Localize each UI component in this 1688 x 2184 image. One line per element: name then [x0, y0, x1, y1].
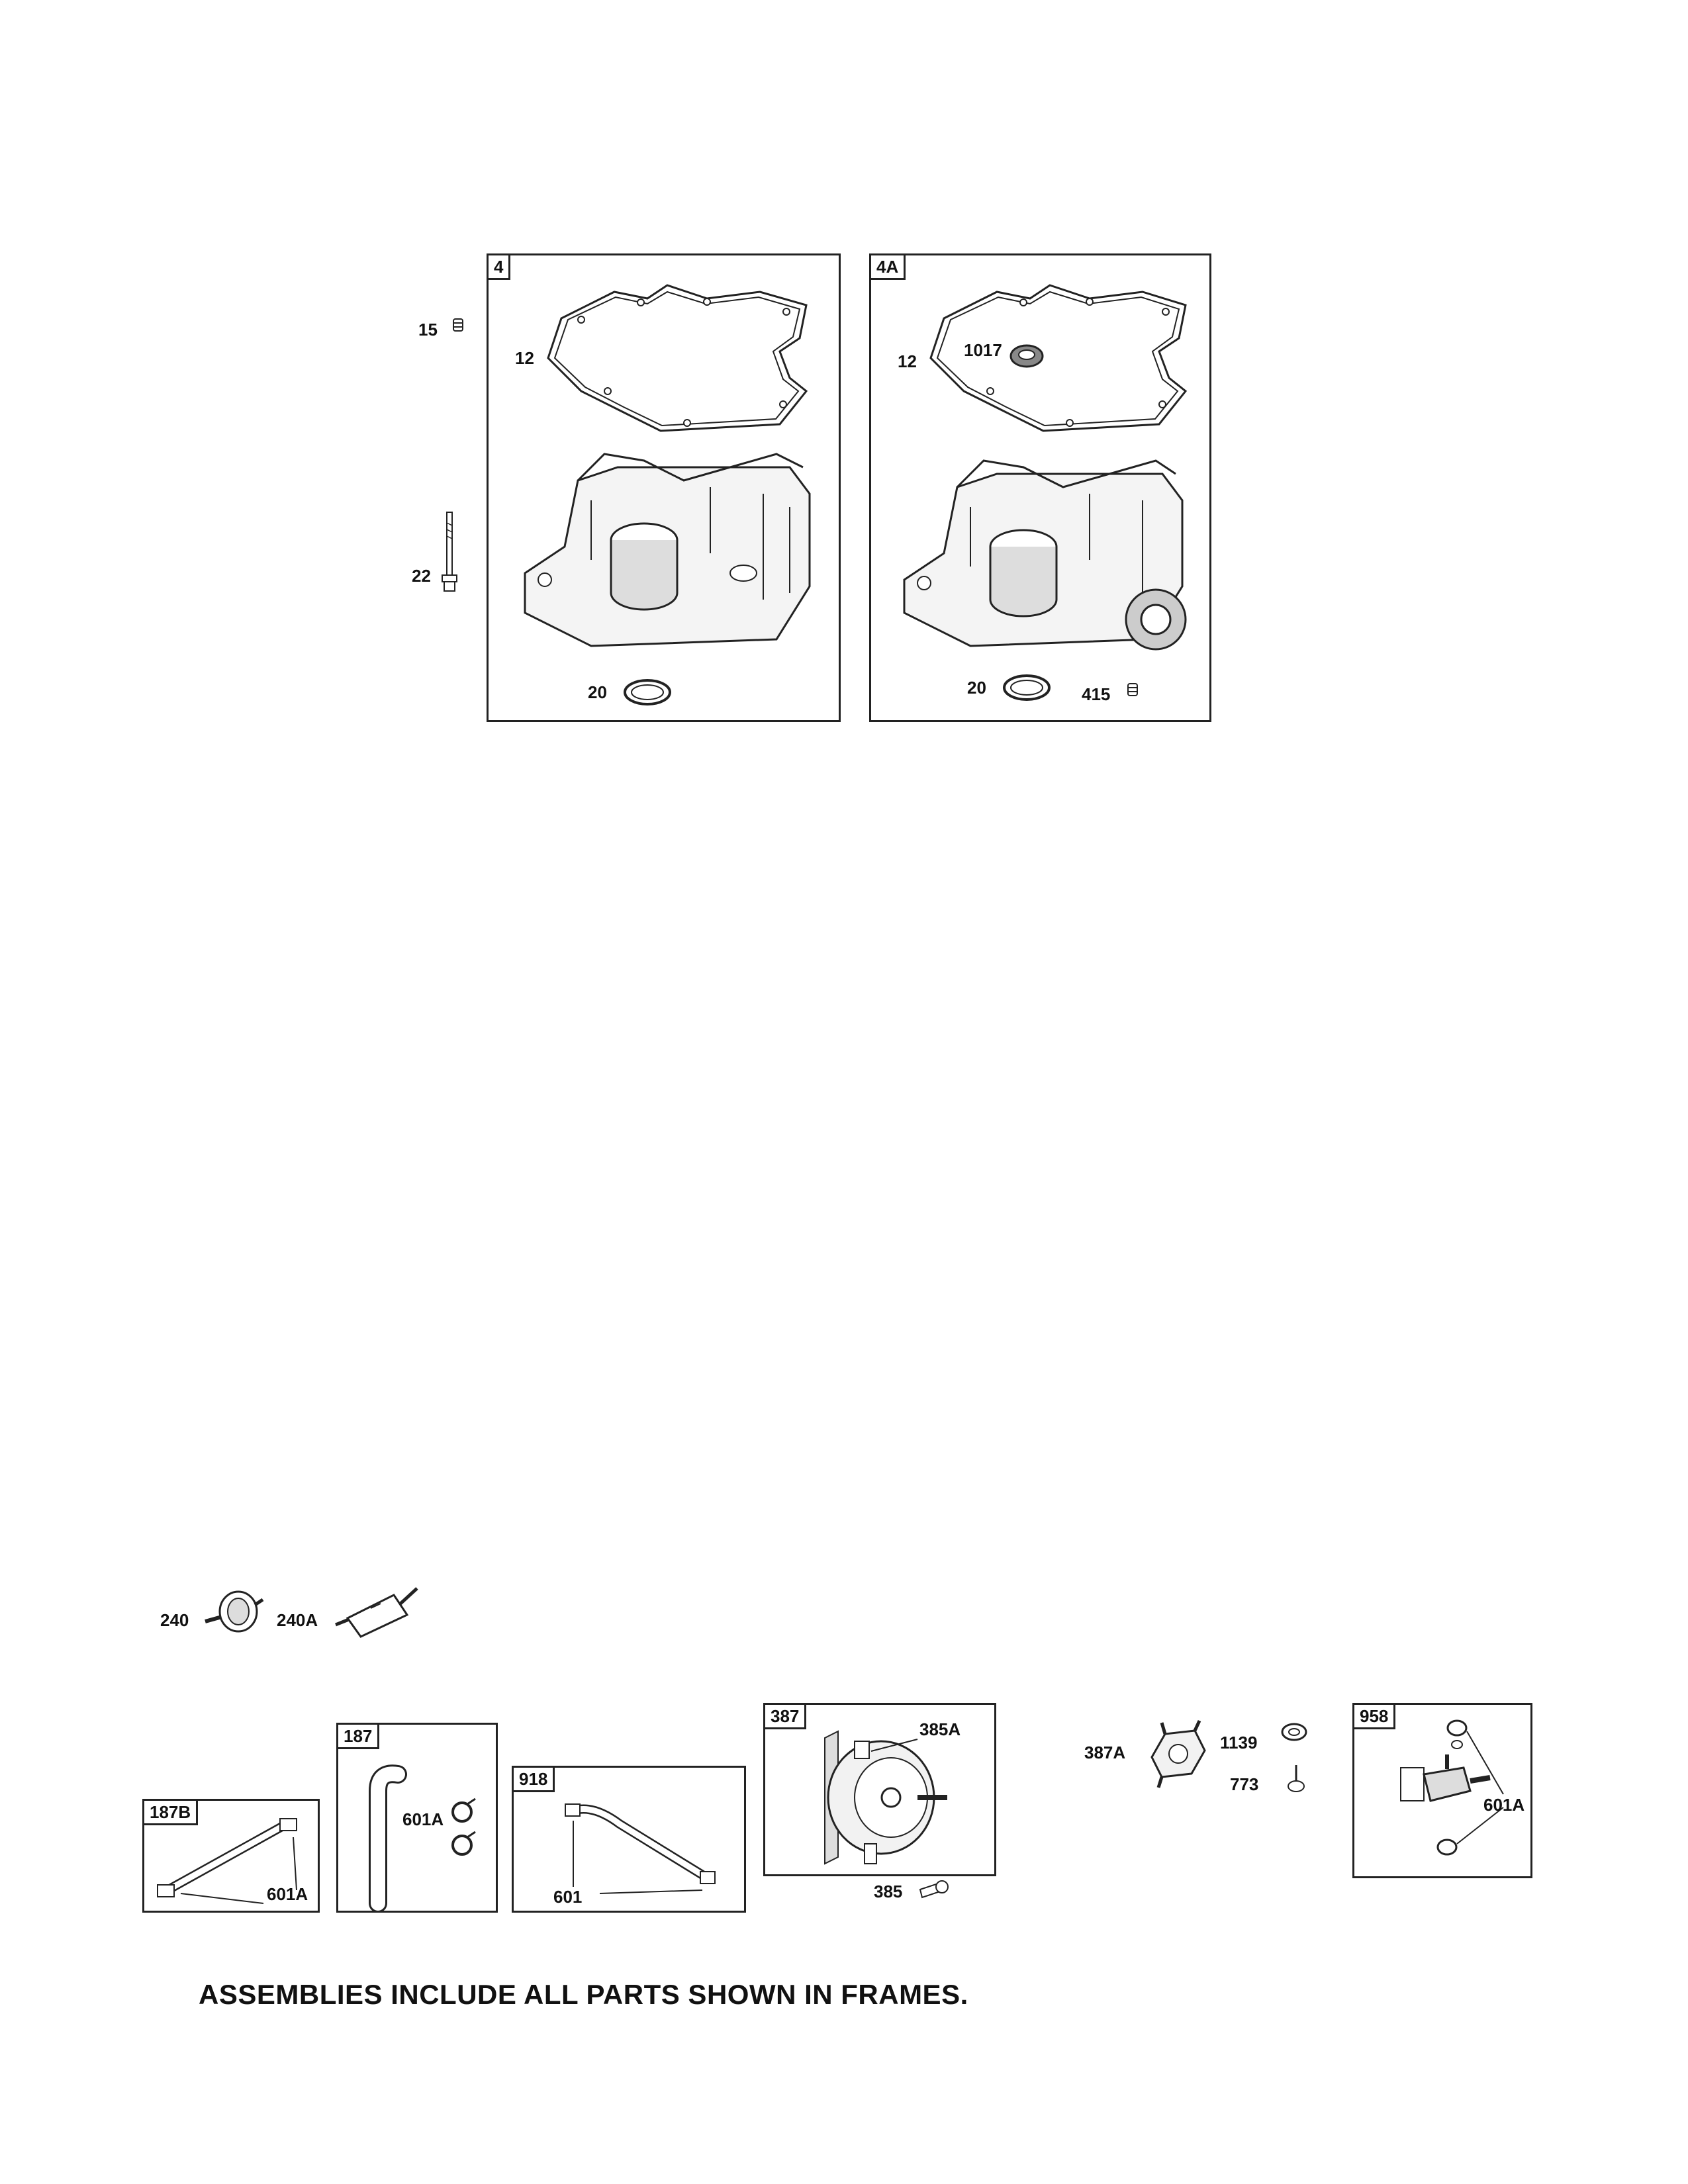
callout-1017: 1017	[964, 340, 1002, 360]
crankcase-sump-icon	[524, 453, 811, 647]
footnote: ASSEMBLIES INCLUDE ALL PARTS SHOWN IN FR…	[199, 1979, 968, 2010]
shutoff-valve-icon	[1400, 1719, 1504, 1856]
bolt-icon	[442, 512, 457, 592]
oil-seal-icon	[1003, 674, 1051, 701]
callout-773: 773	[1230, 1774, 1259, 1794]
frame-tag-187: 187	[338, 1725, 380, 1749]
fuel-line-icon	[157, 1818, 297, 1904]
callout-387a: 387A	[1084, 1743, 1126, 1762]
callout-415: 415	[1082, 684, 1111, 704]
fuel-filter-icon	[335, 1587, 418, 1638]
fuel-line-icon	[565, 1803, 716, 1894]
frame-tag-187b: 187B	[144, 1801, 199, 1825]
frame-4a: 4A 12 1017 20 415	[869, 253, 1211, 722]
frame-tag-387: 387	[765, 1705, 807, 1729]
gasket-icon	[547, 284, 808, 432]
gasket-icon	[929, 284, 1188, 432]
screw-icon	[919, 1880, 949, 1899]
nut-icon	[453, 318, 463, 332]
callout-385: 385	[874, 1882, 903, 1901]
fuel-filter-icon	[205, 1590, 264, 1633]
frame-187: 187 601A	[336, 1723, 498, 1913]
hose-clamp-icon	[451, 1797, 476, 1856]
fuel-hose-icon	[369, 1764, 407, 1913]
frame-tag-4a: 4A	[871, 255, 906, 280]
frame-958: 958 601A	[1352, 1703, 1532, 1878]
callout-601a: 601A	[1483, 1795, 1525, 1815]
frame-tag-918: 918	[514, 1768, 555, 1792]
nut-icon	[1127, 683, 1138, 696]
frame-187b: 187B 601A	[142, 1799, 320, 1913]
frame-387: 387 385A	[763, 1703, 996, 1876]
callout-601: 601	[553, 1887, 583, 1907]
callout-12: 12	[515, 348, 534, 368]
frame-4: 4 12 20	[487, 253, 841, 722]
callout-385a: 385A	[919, 1719, 961, 1739]
frame-tag-4: 4	[489, 255, 511, 280]
frame-tag-958: 958	[1354, 1705, 1396, 1729]
oil-seal-icon	[624, 679, 671, 705]
callout-12: 12	[898, 351, 917, 371]
callout-22: 22	[412, 566, 431, 586]
callout-240a: 240A	[277, 1610, 318, 1630]
fuel-pump-icon	[824, 1730, 947, 1865]
callout-601a: 601A	[402, 1809, 444, 1829]
callout-15: 15	[418, 320, 438, 340]
callout-1139: 1139	[1220, 1733, 1258, 1752]
callout-20: 20	[967, 678, 986, 698]
callout-240: 240	[160, 1610, 189, 1630]
callout-601a: 601A	[267, 1884, 308, 1904]
callout-20: 20	[588, 682, 607, 702]
crankcase-sump-icon	[903, 459, 1187, 651]
frame-918: 918 601	[512, 1766, 746, 1913]
plug-icon	[1009, 344, 1044, 368]
fuel-pump-icon	[1150, 1719, 1206, 1788]
washer-icon	[1281, 1723, 1307, 1741]
pin-icon	[1288, 1765, 1305, 1792]
